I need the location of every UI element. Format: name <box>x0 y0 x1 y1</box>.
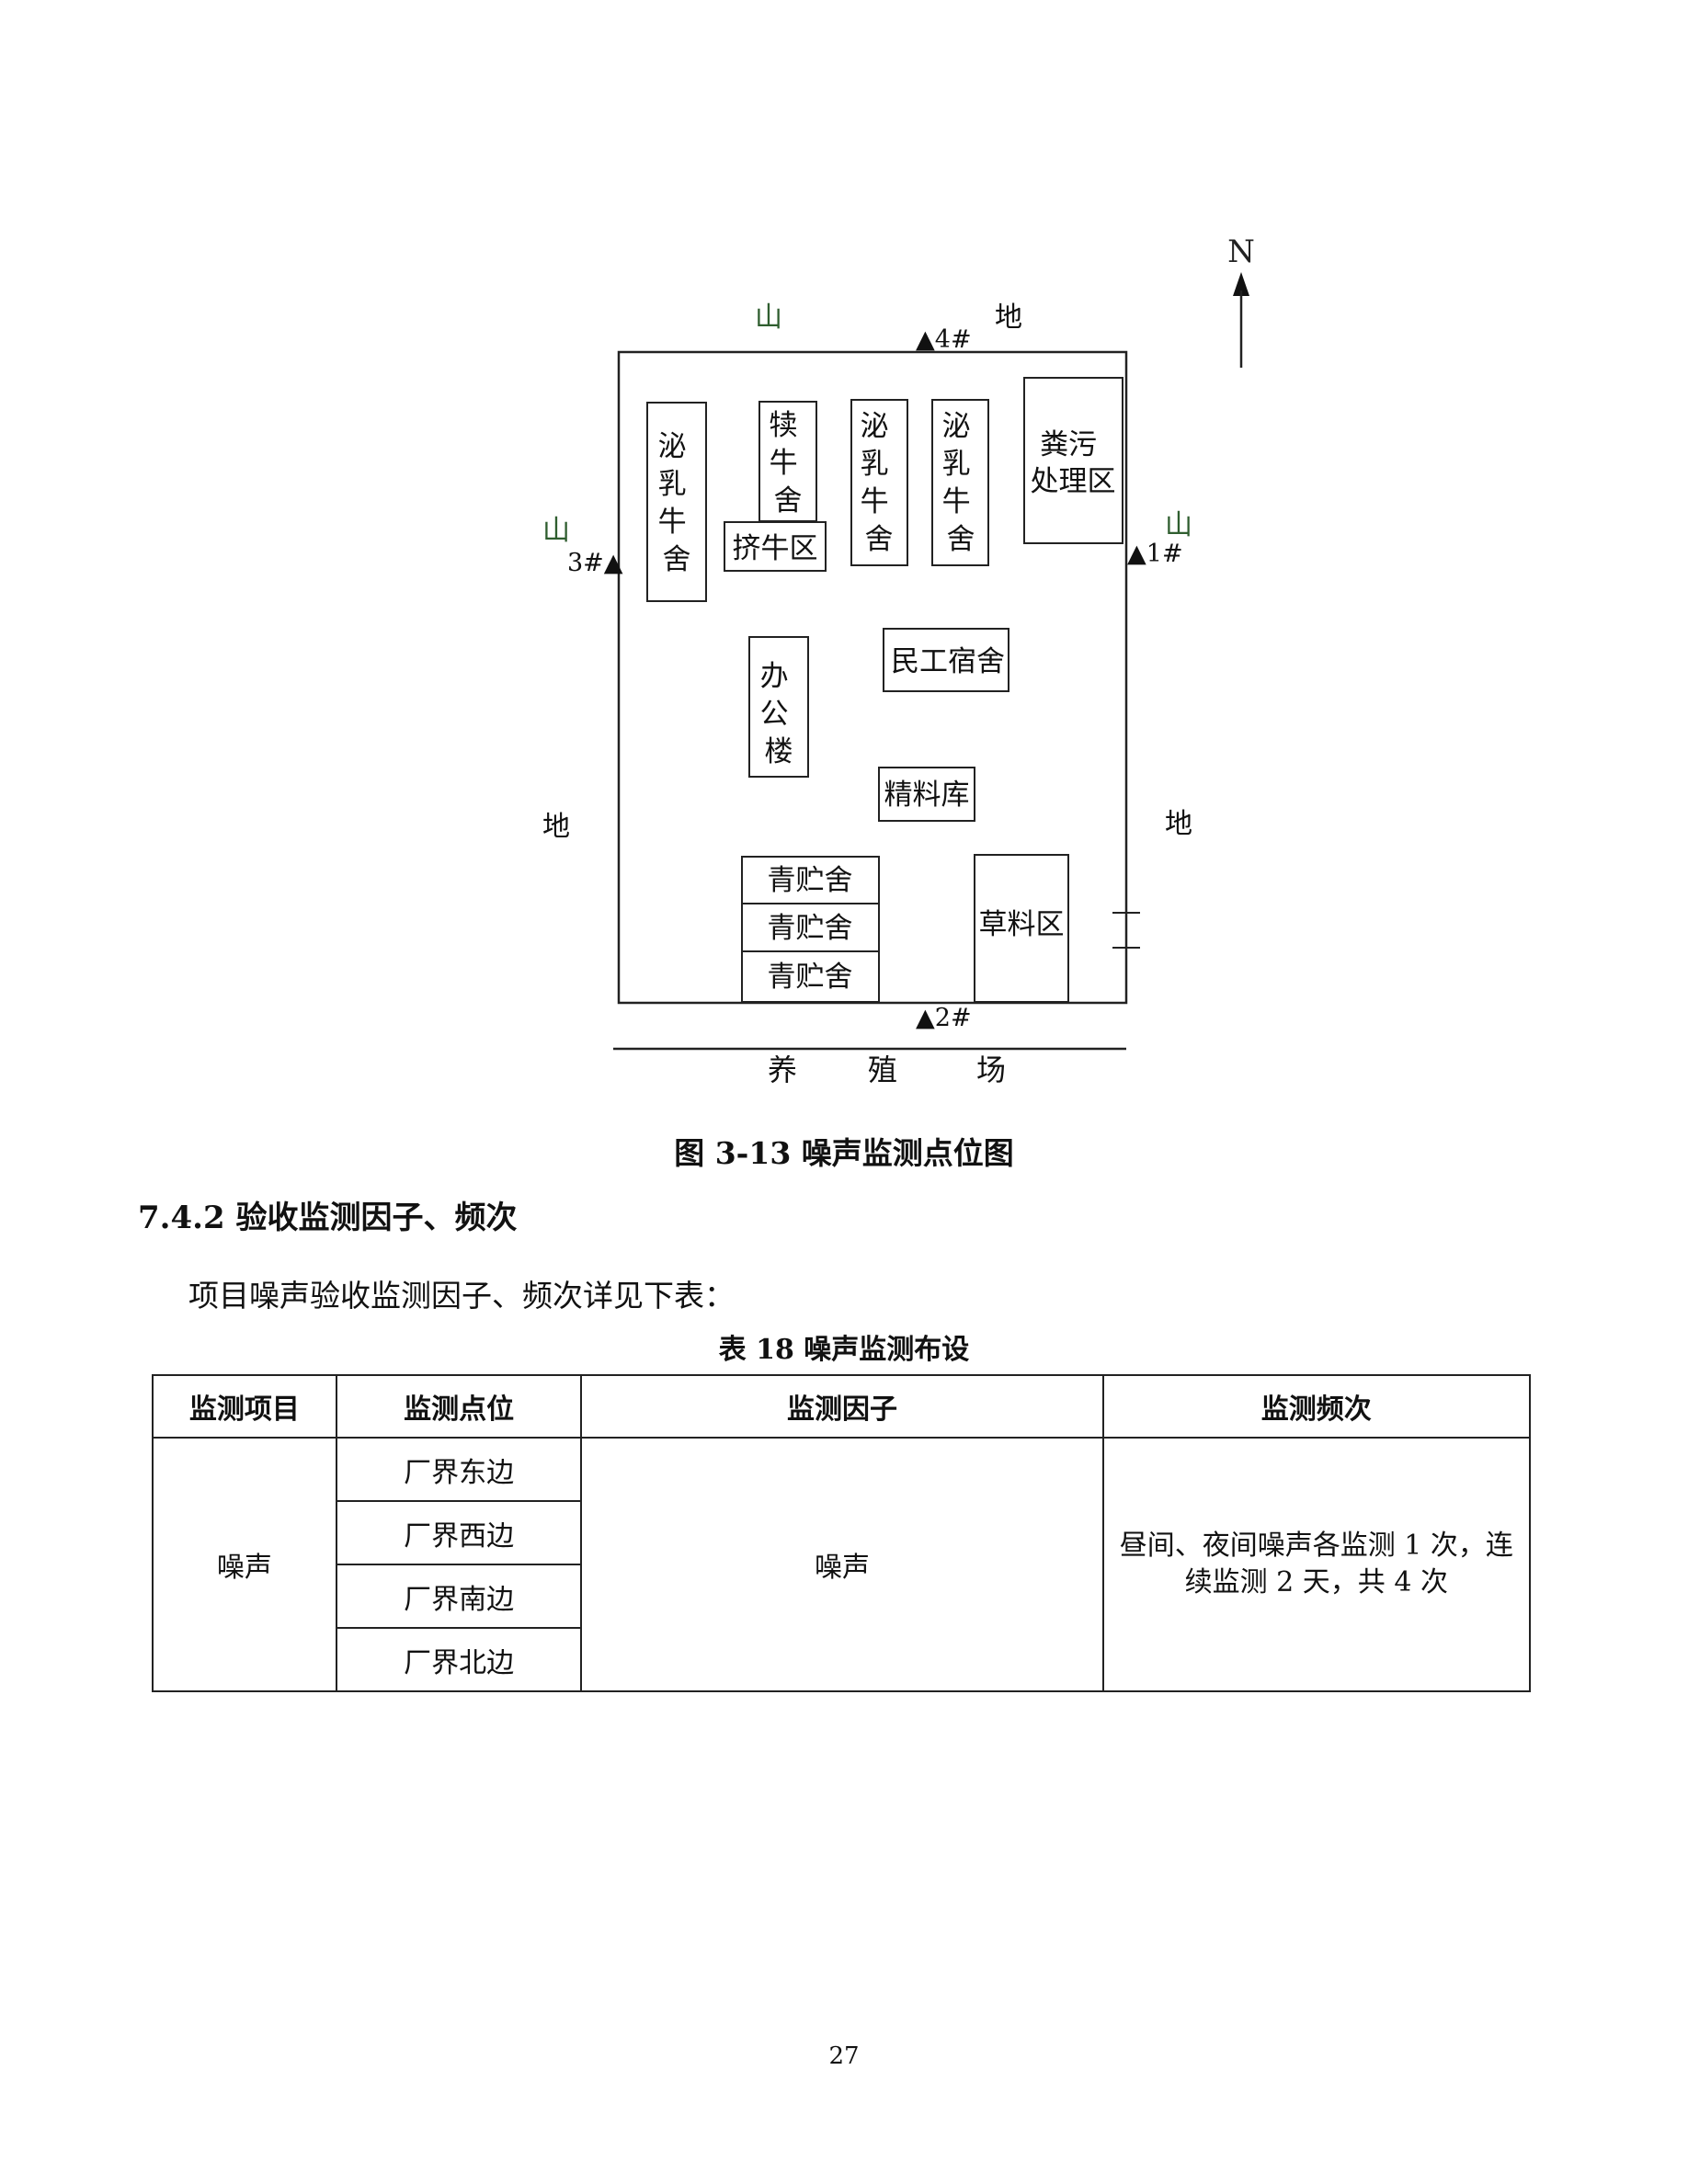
table-title: 表 18 噪声监测布设 <box>718 1334 970 1366</box>
east-label-mountain: 山 <box>1165 509 1192 541</box>
building-office <box>748 636 809 778</box>
building-dairy-barn-1 <box>646 402 707 602</box>
header-item: 监测项目 <box>152 1374 337 1439</box>
building-hay-area <box>974 854 1069 1003</box>
monitoring-point-1: ▲1# <box>1127 540 1183 568</box>
north-label-mountain: 山 <box>755 301 782 334</box>
building-manure-treatment <box>1023 377 1123 544</box>
table-row: 厂界西边 <box>153 1500 1530 1565</box>
body-paragraph: 项目噪声验收监测因子、频次详见下表： <box>188 1278 735 1314</box>
dairy-barn-2-label: 泌 乳 牛 舍 <box>861 410 898 556</box>
manure-treatment-label: 粪污 处理区 <box>1031 428 1116 498</box>
south-label-char-2: 殖 <box>868 1052 897 1087</box>
header-frequency: 监测频次 <box>1101 1374 1532 1439</box>
frequency-line-1: 昼间、夜间噪声各监测 1 次，连 <box>1119 1530 1513 1562</box>
calf-barn-label: 犊 牛 舍 <box>770 409 807 518</box>
north-arrow-head <box>1233 272 1249 296</box>
figure-caption: 图 3-13 噪声监测点位图 <box>674 1135 1014 1171</box>
silage-3-label: 青贮舍 <box>768 961 853 994</box>
south-label-char-3: 场 <box>976 1052 1006 1087</box>
silage-2-label: 青贮舍 <box>768 912 853 945</box>
monitoring-point-3: 3#▲ <box>567 549 623 577</box>
noise-monitoring-site-map: N 山 山 山 地 地 地 养 殖 场 ▲4# ▲1# 3#▲ ▲2# <box>542 233 1255 1087</box>
table-row: 噪声 厂界东边 噪声 昼间、夜间噪声各监测 1 次，连 续监测 2 天，共 4 … <box>152 1437 1532 1692</box>
noise-monitoring-table: 监测项目 监测点位 监测因子 监测频次 噪声 厂界东边 噪声 昼间、夜间噪声各监… <box>152 1374 1532 1692</box>
table-row: 厂界南边 <box>153 1564 1530 1629</box>
frequency-line-2: 续监测 2 天，共 4 次 <box>1184 1566 1448 1598</box>
header-point: 监测点位 <box>335 1374 583 1439</box>
cell-point-south: 厂界南边 <box>335 1564 583 1629</box>
building-milking-area <box>724 521 827 572</box>
table-row: 厂界北边 <box>153 1627 1530 1692</box>
west-label-land: 地 <box>542 811 570 843</box>
monitoring-point-4: ▲4# <box>916 325 972 354</box>
east-label-land: 地 <box>1165 808 1192 840</box>
cell-point-east: 厂界东边 <box>335 1437 583 1502</box>
cell-point-north: 厂界北边 <box>335 1627 583 1692</box>
building-silage-3 <box>741 950 880 1003</box>
cell-point-west: 厂界西边 <box>335 1500 583 1565</box>
south-label-char-1: 养 <box>768 1052 797 1087</box>
west-label-mountain: 山 <box>542 515 570 547</box>
north-label: N <box>1227 233 1255 270</box>
dairy-barn-1-label: 泌 乳 牛 舍 <box>658 430 696 576</box>
cell-frequency: 昼间、夜间噪声各监测 1 次，连 续监测 2 天，共 4 次 <box>1101 1437 1532 1692</box>
feed-store-label: 精料库 <box>884 779 970 812</box>
worker-dorm-label: 民工宿舍 <box>891 645 1005 678</box>
hay-area-label: 草料区 <box>979 908 1065 941</box>
building-worker-dorm <box>883 628 1009 692</box>
table-header-row: 监测项目 监测点位 监测因子 监测频次 <box>152 1374 1532 1439</box>
milking-area-label: 挤牛区 <box>733 532 818 565</box>
silage-1-label: 青贮舍 <box>768 864 853 897</box>
building-dairy-barn-2 <box>850 399 908 566</box>
section-heading: 7.4.2 验收监测因子、频次 <box>138 1200 518 1236</box>
cell-factor: 噪声 <box>580 1437 1104 1692</box>
building-dairy-barn-3 <box>931 399 989 566</box>
office-label: 办 公 楼 <box>760 660 798 768</box>
north-label-land: 地 <box>995 301 1022 334</box>
header-factor: 监测因子 <box>580 1374 1104 1439</box>
building-feed-store <box>878 767 975 822</box>
page-number: 27 <box>828 2042 860 2070</box>
dairy-barn-3-label: 泌 乳 牛 舍 <box>942 410 980 556</box>
cell-item: 噪声 <box>152 1437 337 1692</box>
monitoring-point-2: ▲2# <box>916 1004 972 1032</box>
